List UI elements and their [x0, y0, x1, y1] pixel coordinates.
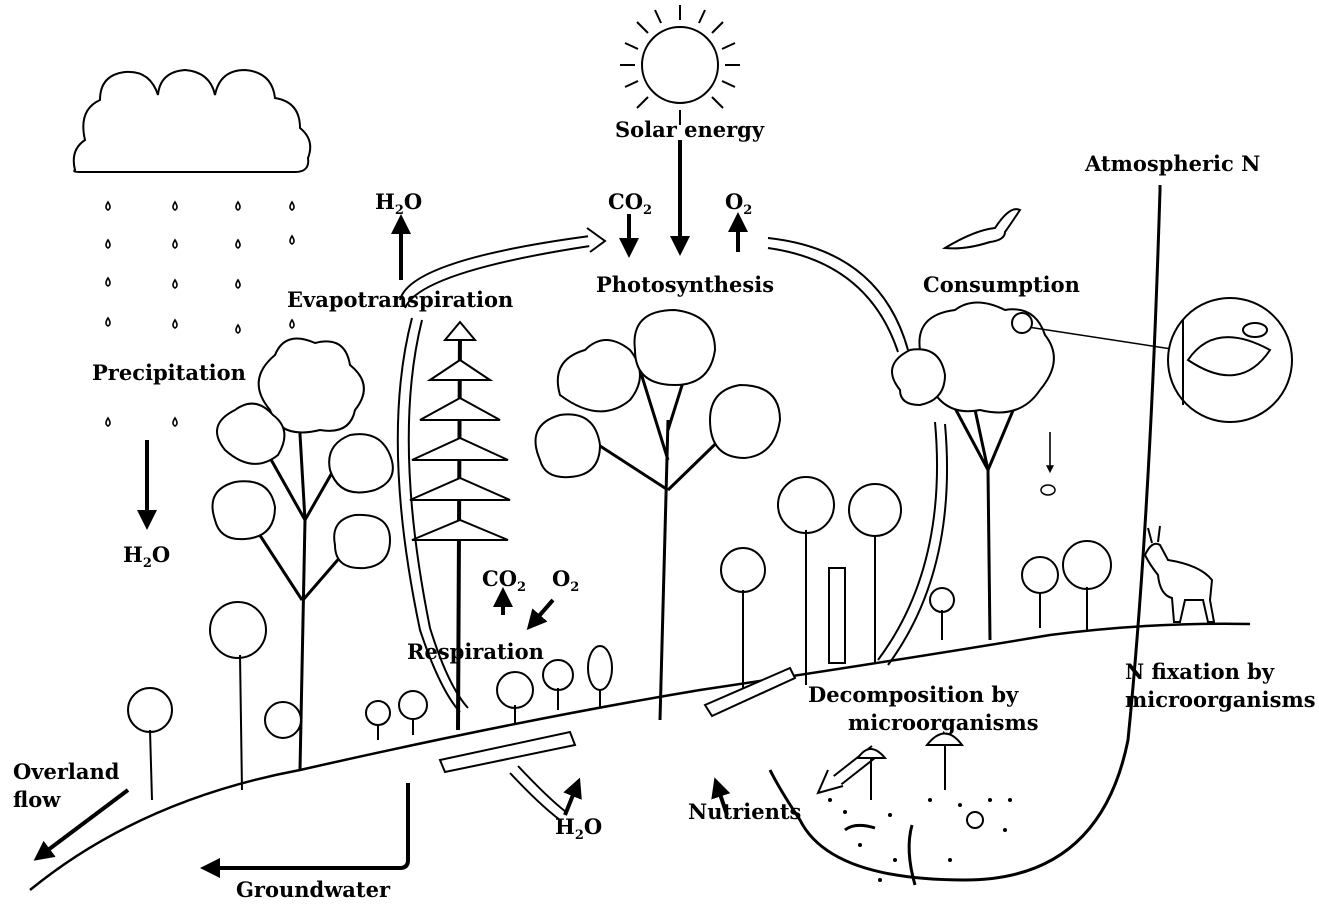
overland-flow-label-line1: Overland	[13, 760, 119, 784]
groundwater-arrow	[208, 783, 408, 868]
respiration-label: Respiration	[407, 640, 544, 664]
soil-decomposers	[845, 734, 983, 886]
nutrients-label: Nutrients	[688, 800, 801, 824]
o2-photosynthesis-label: O2	[725, 190, 752, 218]
conifer	[410, 322, 510, 730]
n-fixation-label-line1: N fixation by	[1125, 660, 1274, 684]
consumption-label: Consumption	[923, 273, 1080, 297]
deer-icon	[1145, 526, 1214, 622]
atmospheric-n-label: Atmospheric N	[1085, 152, 1260, 176]
photosynthesis-label: Photosynthesis	[596, 273, 774, 297]
water-uptake-arrow	[565, 785, 577, 815]
precipitation-label: Precipitation	[92, 361, 246, 385]
h2o-uptake-label: H2O	[555, 815, 602, 843]
cloud-icon	[74, 70, 310, 172]
soil-particles	[828, 798, 1012, 882]
falling-leaf-icon	[1041, 485, 1055, 495]
evapotranspiration-label: Evapotranspiration	[287, 288, 513, 312]
o2-respiration-label: O2	[552, 567, 579, 595]
respiration-o2-arrow	[532, 600, 553, 624]
sun-icon	[620, 5, 740, 125]
decomposition-label-line1: Decomposition by	[808, 683, 1018, 707]
co2-respiration-label: CO2	[482, 567, 526, 595]
decomposition-label-line2: microorganisms	[848, 711, 1039, 735]
n-fixation-label-line2: microorganisms	[1125, 688, 1316, 712]
solar-energy-label: Solar energy	[615, 118, 764, 142]
groundwater-label: Groundwater	[236, 878, 390, 902]
h2o-evapotranspiration-label: H2O	[375, 190, 422, 218]
bird-icon	[945, 209, 1020, 248]
h2o-precipitation-label: H2O	[123, 543, 170, 571]
co2-photosynthesis-label: CO2	[608, 190, 652, 218]
overland-flow-label-line2: flow	[13, 788, 60, 812]
small-trees	[128, 477, 1111, 800]
tree-left-large	[213, 339, 393, 770]
